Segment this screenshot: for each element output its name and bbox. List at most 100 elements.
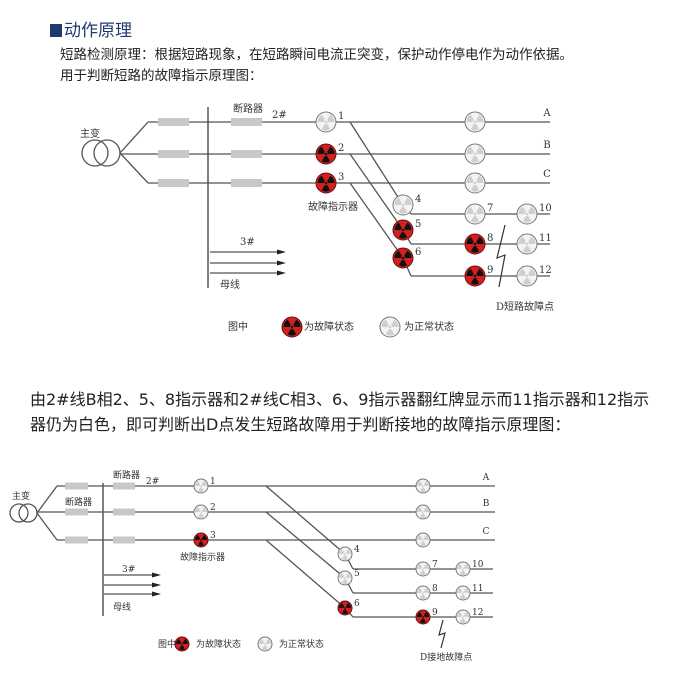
trefoil-sector <box>528 206 536 214</box>
trefoil-sector <box>321 155 331 163</box>
square-bullet-icon <box>50 24 62 37</box>
trefoil-sector <box>463 611 469 617</box>
fault-indicator-4 <box>392 194 414 216</box>
indicator-center <box>473 152 477 156</box>
legend-prefix: 图中 <box>158 638 176 650</box>
lightning-fault-icon <box>438 619 446 649</box>
trefoil-sector <box>417 534 423 540</box>
fault-indicator-2 <box>193 504 209 520</box>
indicator-center <box>324 120 328 124</box>
branch-diagonal <box>265 539 346 609</box>
trefoil-sector <box>201 506 207 512</box>
trefoil-sector <box>265 638 271 644</box>
arrow-icon <box>277 260 286 266</box>
fault-indicator-5 <box>392 219 414 241</box>
breaker-icon <box>231 118 262 126</box>
indicator-center <box>290 325 294 329</box>
indicator-center <box>181 643 183 645</box>
trefoil-sector <box>201 480 207 486</box>
arrow-icon <box>152 572 161 578</box>
trefoil-sector <box>420 570 426 575</box>
branch-diagonal <box>349 121 404 206</box>
trefoil-sector <box>394 250 402 258</box>
indicator-center <box>324 181 328 185</box>
mid-line-1: 由2#线B相2、5、8指示器和2#线C相3、6、9指示器翻红牌显示而11指示器和… <box>30 390 650 409</box>
phase-label: C <box>483 527 490 537</box>
indicator-number: 6 <box>354 599 360 609</box>
trefoil-sector <box>182 638 188 644</box>
indicator-number: 2 <box>338 143 344 154</box>
trefoil-sector <box>317 175 325 183</box>
bus-label: 母线 <box>220 278 240 291</box>
trefoil-sector <box>466 175 474 183</box>
line2-label: 2# <box>146 477 159 487</box>
trefoil-sector <box>466 268 474 276</box>
trefoil-sector <box>463 587 469 593</box>
breaker-icon <box>231 179 262 187</box>
trefoil-sector <box>321 123 331 131</box>
trefoil-sector <box>420 487 426 492</box>
end-indicator <box>415 532 431 548</box>
trefoil-sector <box>404 250 412 258</box>
breaker-icon <box>65 536 88 544</box>
indicator-center <box>422 616 424 618</box>
trefoil-sector <box>404 222 412 230</box>
trefoil-sector <box>259 638 265 644</box>
indicator-number: 5 <box>415 219 421 230</box>
trefoil-sector <box>417 506 423 512</box>
phase-label: A <box>542 108 551 119</box>
trefoil-sector <box>398 206 408 214</box>
fault-indicator-1 <box>315 111 337 133</box>
indicator-number: 9 <box>487 265 493 276</box>
trefoil-sector <box>470 184 480 192</box>
trefoil-sector <box>287 328 297 336</box>
legend-fault-icon <box>174 636 190 652</box>
breaker-icon <box>113 508 135 516</box>
fault-point-label: D接地故障点 <box>420 651 472 663</box>
trefoil-sector <box>476 175 484 183</box>
phase-fan <box>36 512 58 541</box>
trefoil-sector <box>466 206 474 214</box>
trefoil-sector <box>457 611 463 617</box>
trefoil-sector <box>283 319 291 327</box>
fault-point-label: D短路故障点 <box>496 300 554 313</box>
trefoil-sector <box>345 572 351 578</box>
fault-indicator-8 <box>464 233 486 255</box>
trefoil-sector <box>466 114 474 122</box>
trefoil-sector <box>470 123 480 131</box>
branch-diagonal <box>265 485 346 555</box>
trefoil-sector <box>198 487 204 492</box>
indicator-center <box>462 592 464 594</box>
indicator-center <box>473 181 477 185</box>
trefoil-sector <box>195 506 201 512</box>
trefoil-sector <box>466 146 474 154</box>
trefoil-sector <box>476 236 484 244</box>
trefoil-sector <box>460 594 466 599</box>
trefoil-sector <box>476 268 484 276</box>
end-indicator <box>415 478 431 494</box>
indicator-number: 12 <box>472 608 483 618</box>
indicator-center <box>422 539 424 541</box>
breaker-icon <box>65 508 88 516</box>
indicator-caption: 故障指示器 <box>308 200 358 213</box>
line3-label: 3# <box>240 237 255 248</box>
transformer-coil-icon <box>81 139 109 167</box>
trefoil-sector <box>518 206 526 214</box>
indicator-center <box>422 592 424 594</box>
fault-indicator-11 <box>455 585 471 601</box>
trefoil-sector <box>317 114 325 122</box>
trefoil-sector <box>423 611 429 617</box>
trefoil-sector <box>195 534 201 540</box>
indicator-center <box>344 607 346 609</box>
indicator-center <box>473 274 477 278</box>
trefoil-sector <box>317 146 325 154</box>
trefoil-sector <box>385 328 395 336</box>
trefoil-sector <box>176 638 182 644</box>
arrow-icon <box>277 249 286 255</box>
indicator-center <box>473 242 477 246</box>
branch-diagonal <box>265 511 346 579</box>
legend-normal-text: 为正常状态 <box>404 320 454 333</box>
trefoil-sector <box>327 175 335 183</box>
fault-indicator-10 <box>455 561 471 577</box>
trefoil-sector <box>476 146 484 154</box>
